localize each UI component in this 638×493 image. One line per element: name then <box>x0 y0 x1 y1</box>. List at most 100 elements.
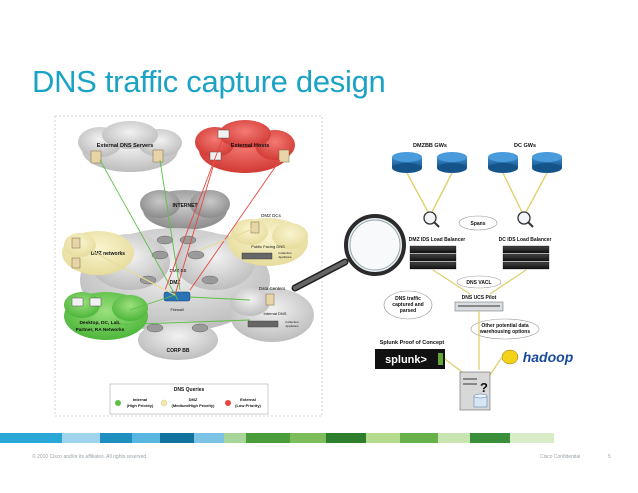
external-hosts-label: External Hosts <box>231 143 270 149</box>
internal-query-line <box>189 296 251 301</box>
external-query-line <box>189 159 281 291</box>
traffic-lines <box>89 139 281 326</box>
span-lines <box>406 172 548 213</box>
internal-query-line <box>129 294 176 311</box>
legend-external-line2: (Low Priority) <box>235 403 261 408</box>
dmzbb-gws-label: DMZBB GWs <box>413 143 447 149</box>
server-icon <box>71 237 81 249</box>
dmz-networks-label: DMZ networks <box>91 251 125 257</box>
legend-internal-line2: (High Priority) <box>127 403 154 408</box>
dmz-query-line <box>89 249 176 296</box>
data-centers-cloud: Data Centers Internal DNS Collection App… <box>230 286 314 342</box>
pc-icon <box>89 297 102 307</box>
splunk-logo-text: splunk> <box>385 354 427 366</box>
dns-ucs-pilot-label: DNS UCS Pilot <box>462 295 497 301</box>
data-centers-label: Data Centers <box>259 286 286 291</box>
dc-ids-lb-label: DC IDS Load Balancer <box>499 237 552 243</box>
firewall-label: Firewall <box>170 308 183 312</box>
dmz-networks-cloud: DMZ networks <box>62 231 134 275</box>
router-icon <box>488 152 518 173</box>
footer-page-number: 5 <box>608 454 611 460</box>
internet-label: INTERNET <box>173 203 198 209</box>
corp-bb-label: CORP BB <box>167 348 190 354</box>
magnifier-icon <box>517 211 534 228</box>
external-dns-cloud: External DNS Servers <box>78 121 182 172</box>
slide-title: DNS traffic capture design <box>32 64 386 99</box>
collection-appliance-icon <box>241 252 273 260</box>
dmz-ids-lb-label: DMZ IDS Load Balancer <box>409 237 465 243</box>
legend-swatch-dmz <box>160 399 168 407</box>
legend-swatch-external <box>225 400 231 406</box>
router-icon <box>156 235 174 245</box>
dns-traffic-line1: DNS traffic <box>395 296 421 302</box>
external-dns-label: External DNS Servers <box>97 143 154 149</box>
collection-appliance-line2: Appliance <box>278 255 292 259</box>
dmz-query-line <box>199 227 256 251</box>
internal-query-line <box>159 159 181 291</box>
dmz-bb-label: DMZ BB <box>169 268 186 273</box>
dns-server-icon <box>152 149 164 163</box>
internet-cloud: INTERNET ISP GW <box>140 190 230 234</box>
dmz-dcs-cloud: DMZ DCs Public Facing DNS Collection App… <box>228 213 308 266</box>
other-options-callout: Other potential data warehousing options <box>470 318 540 340</box>
server-icon <box>71 257 81 269</box>
server-icon <box>250 221 260 234</box>
router-icon <box>191 323 209 333</box>
external-hosts-cloud: External Hosts <box>195 120 295 173</box>
magnifier-icon <box>291 214 406 292</box>
dns-traffic-callout: DNS traffic captured and parsed <box>383 290 433 320</box>
legend-title: DNS Queries <box>174 387 205 393</box>
question-mark: ? <box>480 380 488 395</box>
hadoop-logo: hadoop <box>501 349 574 365</box>
right-diagram: DMZBB GWs DC GWs <box>375 143 574 411</box>
server-icon <box>278 149 290 163</box>
collection-appliance-line1: Collection <box>285 320 299 324</box>
legend-dmz-line2: (Medium/High Priority) <box>172 403 216 408</box>
server-icon <box>265 293 275 306</box>
internal-query-line <box>109 319 251 326</box>
left-diagram: External DNS Servers External Hosts INTE… <box>54 115 323 417</box>
external-query-line <box>174 159 216 296</box>
spans-label: Spans <box>470 221 485 227</box>
left-diagram-frame <box>54 115 323 417</box>
vacl-lines <box>432 269 527 295</box>
legend-internal-line1: Internal <box>133 397 147 402</box>
left-routers: DMZ BB DMZ Firewall <box>139 235 219 333</box>
desktop-label-line2: Partner, RA Networks <box>76 327 125 333</box>
desktop-cloud: Desktop, DC, Lab, Partner, RA Networks <box>64 292 148 340</box>
dc-ids-load-balancer <box>502 245 550 270</box>
pc-icon <box>217 129 230 139</box>
ucs-server-slot <box>458 305 500 307</box>
dc-gws-label: DC GWs <box>514 143 536 149</box>
router-icon <box>146 323 164 333</box>
hadoop-logo-text: hadoop <box>523 349 574 365</box>
dns-vacl-callout: DNS VACL <box>456 275 502 289</box>
splunk-poc-label: Splunk Proof of Concept <box>380 340 445 346</box>
laptop-icon <box>71 297 84 307</box>
dns-server-icon <box>90 150 102 164</box>
splunk-logo: splunk> <box>375 349 445 369</box>
collection-appliance-line1: Collection <box>278 251 292 255</box>
spans-callout: Spans <box>458 215 498 231</box>
firewall-icon <box>163 291 191 302</box>
other-options-line2: warehousing options <box>479 329 530 335</box>
dns-traffic-line3: parsed <box>400 308 416 314</box>
hadoop-elephant-icon <box>501 349 519 365</box>
legend-external-line1: External <box>240 397 256 402</box>
dmzbb-routers <box>392 152 467 173</box>
dmz-label: DMZ <box>170 280 181 286</box>
dmz-ids-load-balancer <box>409 245 457 270</box>
database-icon <box>473 393 488 408</box>
dmz-dcs-label: DMZ DCs <box>261 213 281 218</box>
collection-appliance-line2: Appliance <box>285 324 299 328</box>
dns-vacl-label: DNS VACL <box>466 280 491 286</box>
dc-routers <box>488 152 562 173</box>
magnifier-icon <box>423 211 440 228</box>
internal-query-line <box>99 159 179 301</box>
collection-appliance-icon <box>247 320 279 328</box>
external-query-line <box>164 139 223 291</box>
legend-dmz-line1: DMZ <box>189 397 198 402</box>
dns-traffic-line2: captured and <box>392 302 423 308</box>
footer-confidential: Cisco Confidential <box>540 454 581 460</box>
